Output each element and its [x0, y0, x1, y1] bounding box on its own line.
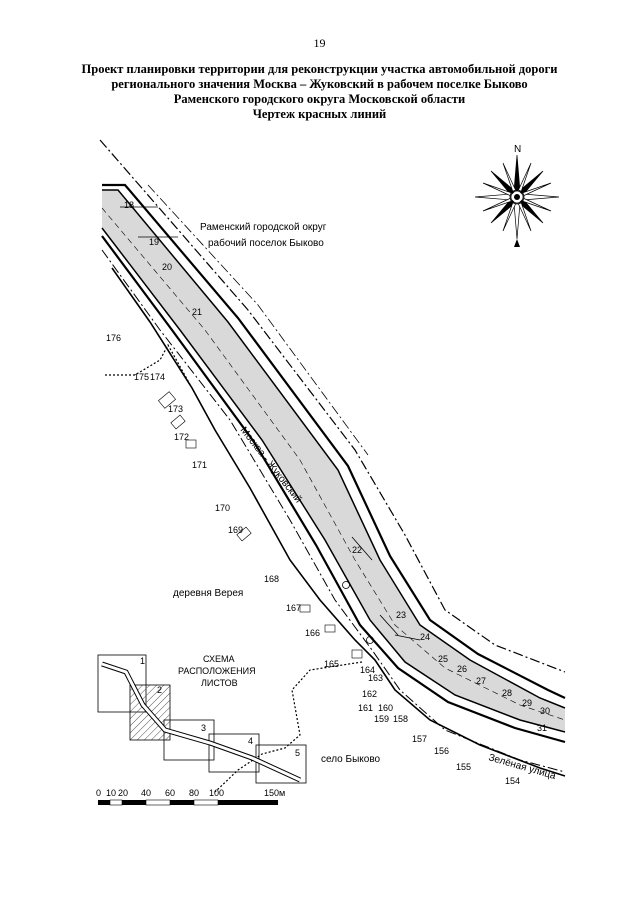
scale-bar-labels: 0 10 20 40 60 80 100 150м	[96, 788, 285, 798]
svg-text:167: 167	[286, 603, 301, 613]
svg-text:2: 2	[157, 685, 162, 695]
sheet-layout-scheme	[97, 654, 307, 784]
scale-bar	[98, 799, 278, 806]
title-line-2: регионального значения Москва – Жуковски…	[111, 77, 528, 91]
svg-text:150м: 150м	[264, 788, 285, 798]
area-bykovo: село Быково	[321, 754, 381, 765]
svg-text:158: 158	[393, 714, 408, 724]
svg-text:155: 155	[456, 762, 471, 772]
svg-text:21: 21	[192, 307, 202, 317]
title-line-1: Проект планировки территории для реконст…	[81, 62, 558, 76]
svg-text:166: 166	[305, 628, 320, 638]
area-vereya: деревня Верея	[173, 588, 243, 599]
svg-text:10: 10	[106, 788, 116, 798]
svg-text:170: 170	[215, 503, 230, 513]
svg-text:159: 159	[374, 714, 389, 724]
svg-text:25: 25	[438, 654, 448, 664]
svg-text:4: 4	[248, 736, 253, 746]
road-symbol-2	[366, 636, 374, 644]
svg-text:23: 23	[396, 610, 406, 620]
area-ramenskiy-1: Раменский городской округ	[200, 222, 327, 233]
street-name: Зелёная улица	[487, 752, 557, 782]
svg-text:157: 157	[412, 734, 427, 744]
svg-text:169: 169	[228, 525, 243, 535]
svg-text:168: 168	[264, 574, 279, 584]
svg-text:18: 18	[124, 200, 134, 210]
red-line-right-2	[147, 184, 369, 456]
svg-text:80: 80	[189, 788, 199, 798]
svg-text:165: 165	[324, 659, 339, 669]
svg-text:100: 100	[209, 788, 224, 798]
svg-text:22: 22	[352, 545, 362, 555]
compass-rose-icon	[474, 154, 560, 247]
svg-text:ЛИСТОВ: ЛИСТОВ	[201, 678, 238, 688]
road-lines	[101, 183, 566, 744]
svg-text:19: 19	[149, 237, 159, 247]
settlement-boundary-2	[214, 661, 363, 793]
title-line-3: Раменского городского округа Московской …	[173, 92, 466, 106]
title-line-4: Чертеж красных линий	[252, 107, 387, 121]
svg-text:156: 156	[434, 746, 449, 756]
point-labels-right: 18 19 20 21 22 23 24 25 26 27 28 29 30 3…	[124, 200, 550, 733]
svg-text:172: 172	[174, 432, 189, 442]
svg-text:176: 176	[106, 333, 121, 343]
area-ramenskiy-2: рабочий поселок Быково	[208, 237, 324, 249]
svg-text:31: 31	[537, 723, 547, 733]
svg-text:60: 60	[165, 788, 175, 798]
svg-text:20: 20	[162, 262, 172, 272]
svg-text:30: 30	[540, 706, 550, 716]
road-symbol-1	[342, 581, 350, 589]
page-number: 19	[313, 36, 326, 50]
svg-text:154: 154	[505, 776, 520, 786]
road-carriageway	[102, 190, 565, 732]
svg-text:27: 27	[476, 676, 486, 686]
svg-text:3: 3	[201, 723, 206, 733]
sheet-numbers: 1 2 3 4 5	[140, 656, 300, 758]
svg-text:162: 162	[362, 689, 377, 699]
svg-text:0: 0	[96, 788, 101, 798]
svg-text:24: 24	[420, 632, 430, 642]
svg-text:1: 1	[140, 656, 145, 666]
boundary-left	[101, 249, 566, 773]
svg-text:163: 163	[368, 673, 383, 683]
scheme-title: СХЕМА РАСПОЛОЖЕНИЯ ЛИСТОВ	[178, 654, 256, 688]
svg-text:175: 175	[134, 372, 149, 382]
settlement-boundary	[105, 343, 216, 431]
svg-text:26: 26	[457, 664, 467, 674]
svg-text:РАСПОЛОЖЕНИЯ: РАСПОЛОЖЕНИЯ	[178, 666, 256, 676]
plots-left	[158, 391, 363, 659]
svg-text:28: 28	[502, 688, 512, 698]
svg-text:СХЕМА: СХЕМА	[203, 654, 235, 664]
north-label: N	[514, 144, 521, 155]
svg-text:20: 20	[118, 788, 128, 798]
svg-text:29: 29	[522, 698, 532, 708]
ticks	[120, 206, 421, 641]
page-title: Проект планировки территории для реконст…	[40, 62, 599, 122]
svg-text:160: 160	[378, 703, 393, 713]
svg-text:5: 5	[295, 748, 300, 758]
svg-text:164: 164	[360, 665, 375, 675]
svg-text:173: 173	[168, 404, 183, 414]
svg-text:40: 40	[141, 788, 151, 798]
svg-text:174: 174	[150, 372, 165, 382]
point-labels-left: 176 175 174 173 172 171 170 169 168 167 …	[106, 333, 520, 786]
svg-text:161: 161	[358, 703, 373, 713]
red-line-right	[99, 139, 566, 673]
svg-text:171: 171	[192, 460, 207, 470]
